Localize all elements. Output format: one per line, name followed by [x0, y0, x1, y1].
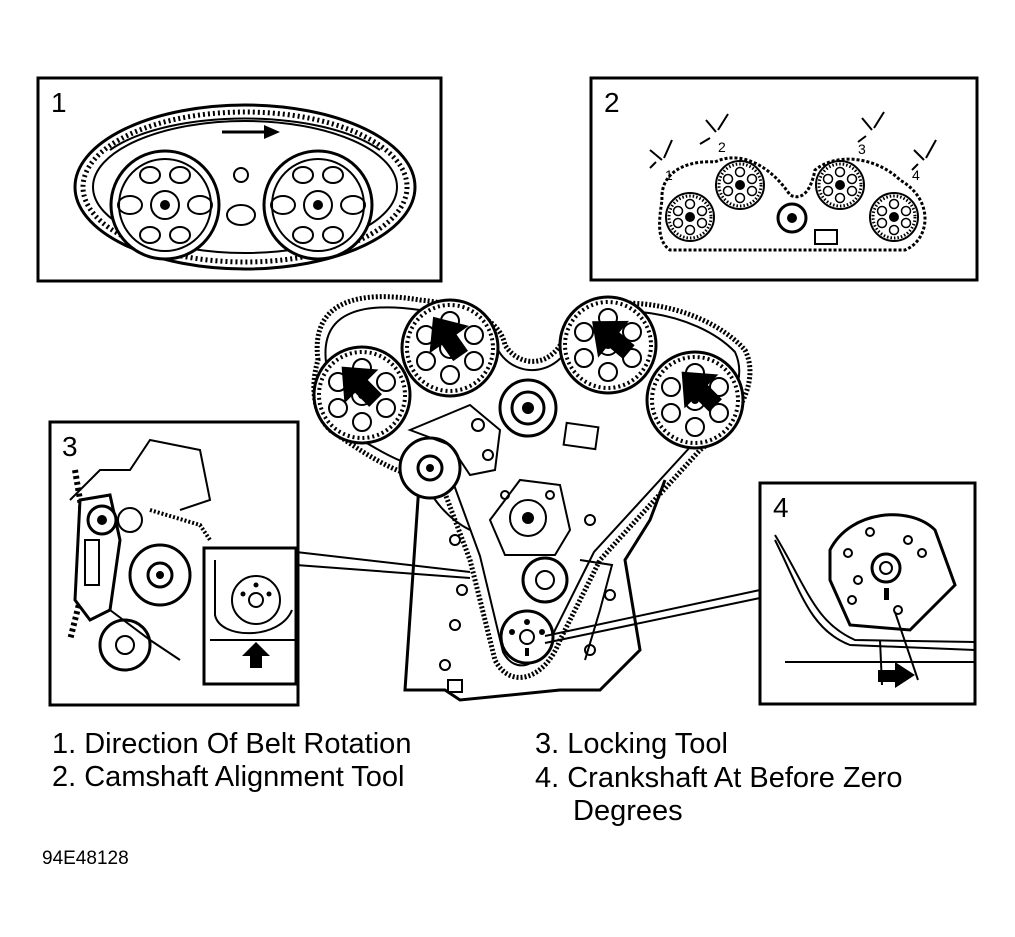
- panel-3-locking-tool: 3: [48, 420, 471, 707]
- figure-code: 94E48128: [42, 848, 129, 869]
- lower-idler: [521, 556, 569, 604]
- panel-2-number: 2: [604, 87, 620, 118]
- panel-1-gear-right: [262, 149, 374, 261]
- arrow-right-icon: [878, 662, 915, 688]
- legend-item-4: 4. Crankshaft At Before Zero: [535, 762, 903, 794]
- panel-4-crankshaft: 4: [544, 481, 977, 706]
- panel-1-gear-left: [109, 149, 221, 261]
- panel-1-belt-rotation: 1: [36, 76, 443, 283]
- panel-4-number: 4: [773, 492, 789, 523]
- panel-2-alignment-tool: 2 1 2 3 4: [589, 76, 979, 282]
- arrow-up-icon: [242, 642, 270, 668]
- legend-item-1: 1. Direction Of Belt Rotation: [52, 728, 411, 760]
- panel-2-mark-3: 3: [858, 141, 866, 157]
- crankshaft-gear: [499, 609, 555, 665]
- panel-2-mark-1: 1: [665, 167, 673, 183]
- panel-1-number: 1: [51, 87, 67, 118]
- panel-3-pulley: [128, 543, 192, 607]
- legend-item-2: 2. Camshaft Alignment Tool: [52, 761, 405, 793]
- panel-2-gear-3: [814, 159, 866, 211]
- locking-tool: [73, 493, 143, 622]
- idler-pulley: [498, 378, 558, 438]
- water-pump: [488, 478, 572, 556]
- legend-item-3: 3. Locking Tool: [535, 728, 728, 760]
- panel-3-tensioner: [98, 618, 152, 672]
- block-bolts: [439, 514, 616, 671]
- alignment-marks: [649, 111, 937, 171]
- panel-2-gear-2: [714, 159, 766, 211]
- engine-main-view: [311, 294, 753, 702]
- legend: 1. Direction Of Belt Rotation 2. Camshaf…: [52, 728, 903, 827]
- camshaft-gear-4: [645, 350, 745, 450]
- arrow-right-icon: [222, 125, 280, 139]
- panel-3-number: 3: [62, 431, 78, 462]
- panel-3-inset: [202, 546, 298, 686]
- legend-item-4-continued: Degrees: [573, 795, 683, 827]
- panel-2-mark-4: 4: [912, 167, 920, 183]
- panel-2-gear-4: [868, 191, 920, 243]
- panel-2-gear-1: [664, 191, 716, 243]
- tensioner-pulley: [398, 436, 462, 500]
- panel-2-mark-2: 2: [718, 139, 726, 155]
